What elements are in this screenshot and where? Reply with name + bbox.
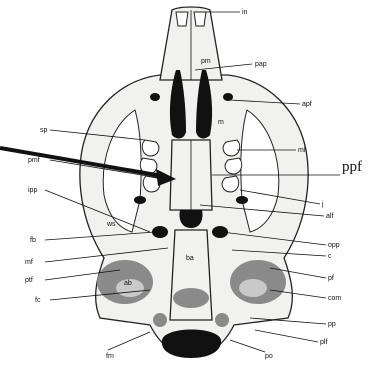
label-pf: pf: [328, 275, 334, 282]
label-ppf: ppf: [342, 159, 362, 175]
label-ab: ab: [124, 280, 132, 287]
bulla-shade-right: [239, 279, 267, 297]
label-plf: plf: [320, 339, 327, 346]
fossa-right: [212, 226, 228, 238]
label-pp: pp: [328, 321, 336, 328]
foramen-magnum: [162, 330, 221, 359]
label-alf: alf: [326, 213, 333, 220]
label-ptf: ptf: [25, 277, 33, 284]
incisor-right: [194, 12, 206, 26]
foramen-left-mid: [134, 196, 146, 204]
label-j: j: [321, 201, 324, 208]
label-ps: ps: [185, 213, 193, 220]
foramen-right-mid: [236, 196, 248, 204]
label-pap: pap: [255, 61, 267, 68]
label-ml: ml: [298, 147, 306, 154]
label-ws: ws: [106, 221, 116, 228]
label-opp: opp: [328, 242, 340, 249]
label-ipp: ipp: [28, 187, 37, 194]
label-sp: sp: [40, 127, 48, 134]
label-in: in: [242, 9, 248, 16]
molar-row-left: [140, 140, 160, 192]
label-pmf: pmf: [28, 157, 40, 164]
label-apf: apf: [302, 101, 312, 108]
label-com: com: [328, 295, 341, 302]
foramen-left-upper: [150, 93, 160, 101]
incisor-left: [176, 12, 188, 26]
molar-row-right: [222, 140, 242, 192]
occipital-condyle-right: [215, 313, 229, 327]
label-ba: ba: [186, 255, 194, 262]
label-c: c: [328, 253, 332, 260]
label-po: po: [265, 353, 273, 360]
label-mf: mf: [25, 259, 33, 266]
label-pm: pm: [201, 58, 211, 65]
label-m: m: [218, 119, 224, 126]
occipital-center: [173, 288, 209, 308]
occipital-condyle-left: [153, 313, 167, 327]
label-fm: fm: [106, 353, 114, 360]
label-fc: fc: [35, 297, 41, 304]
label-fb: fb: [30, 237, 36, 244]
